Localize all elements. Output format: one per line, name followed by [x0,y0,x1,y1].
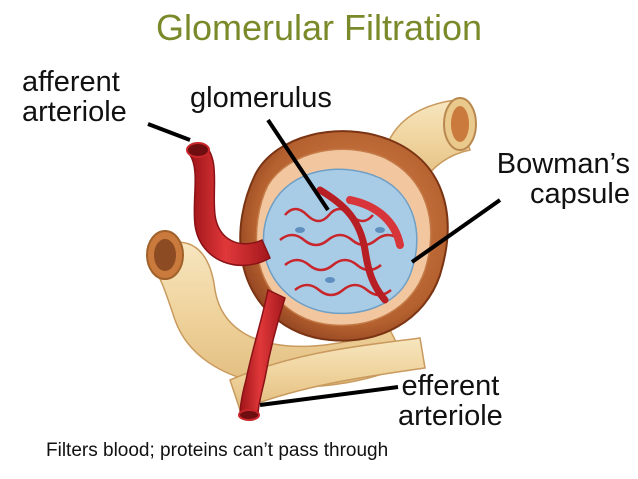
afferent-leader-line [147,122,191,142]
bowman-label-line2: capsule [530,177,630,210]
glomerulus-label: glomerulus [190,82,332,114]
bowmans-capsule-label: Bowman’s capsule [496,148,630,210]
bowman-leader-line [410,198,502,264]
efferent-label-line1: efferent [401,370,500,402]
efferent-arteriole-label: efferent arteriole [398,370,503,432]
efferent-leader-line [259,385,399,407]
afferent-label-line2: arteriole [22,95,127,128]
afferent-arteriole-label: afferent arteriole [22,66,127,128]
tubule-lower [146,230,426,412]
bowman-label-line1: Bowman’s [496,148,630,180]
efferent-arteriole-opening [238,409,260,421]
afferent-arteriole-vessel [188,144,271,267]
efferent-label-line2: arteriole [398,399,503,432]
glomerulus-leader-line [266,118,330,212]
capillary-tuft [262,168,418,315]
afferent-label-line1: afferent [22,66,120,98]
diagram-title: Glomerular Filtration [155,7,483,48]
caption: Filters blood; proteins can’t pass throu… [46,440,389,461]
afferent-arteriole-opening [186,142,210,158]
